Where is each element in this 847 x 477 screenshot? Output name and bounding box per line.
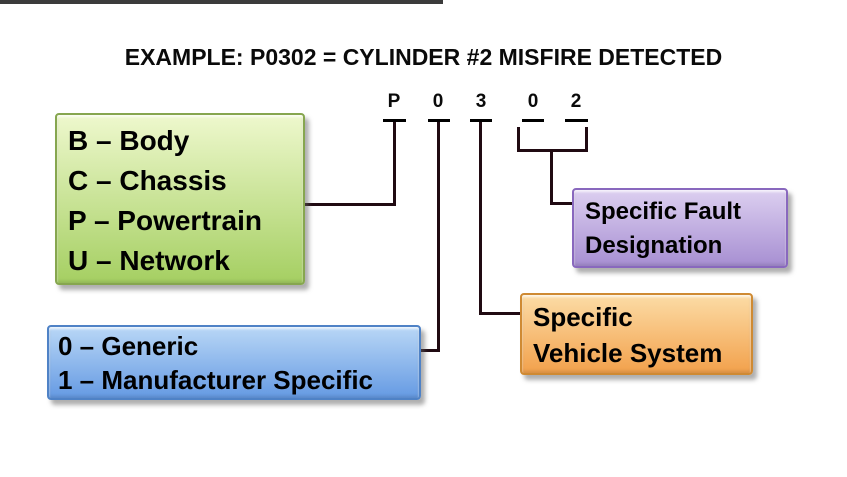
code-underline-3 bbox=[470, 119, 492, 122]
connector-fault-horizontal bbox=[550, 202, 574, 205]
category-box-line: B – Body bbox=[68, 125, 190, 156]
category-box-line: C – Chassis bbox=[68, 165, 227, 196]
connector-category-vertical bbox=[393, 122, 396, 206]
category-box-line: U – Network bbox=[68, 245, 230, 276]
generic-box-line: 0 – Generic bbox=[58, 331, 199, 361]
code-underline-4 bbox=[522, 119, 544, 122]
connector-system-vertical bbox=[479, 122, 482, 315]
category-box: B – Body C – Chassis P – Powertrain U – … bbox=[55, 113, 305, 285]
generic-box: 0 – Generic 1 – Manufacturer Specific bbox=[47, 325, 421, 400]
connector-generic-horizontal bbox=[421, 349, 440, 352]
connector-category-horizontal bbox=[305, 203, 396, 206]
bracket-left-vertical bbox=[517, 127, 520, 152]
code-underline-5 bbox=[565, 119, 588, 122]
code-char-1: P bbox=[387, 91, 401, 112]
connector-system-horizontal bbox=[481, 312, 520, 315]
fault-box-line: Specific Fault bbox=[585, 198, 742, 225]
bracket-bottom-horizontal bbox=[517, 149, 588, 152]
connector-generic-vertical bbox=[437, 122, 440, 352]
code-underline-1 bbox=[383, 119, 406, 122]
bracket-stem-vertical bbox=[550, 151, 553, 205]
code-char-4: 0 bbox=[527, 91, 539, 112]
fault-box: Specific Fault Designation bbox=[572, 188, 788, 268]
code-char-3: 3 bbox=[475, 91, 487, 112]
top-rule bbox=[0, 0, 443, 4]
code-char-2: 0 bbox=[432, 91, 444, 112]
system-box-line: Specific bbox=[533, 302, 633, 332]
category-box-line: P – Powertrain bbox=[68, 205, 263, 236]
code-underline-2 bbox=[428, 119, 450, 122]
code-char-5: 2 bbox=[570, 91, 582, 112]
bracket-right-vertical bbox=[585, 127, 588, 152]
system-box: Specific Vehicle System bbox=[520, 293, 753, 375]
system-box-line: Vehicle System bbox=[533, 338, 723, 368]
page-title: EXAMPLE: P0302 = CYLINDER #2 MISFIRE DET… bbox=[124, 44, 723, 70]
fault-box-line: Designation bbox=[585, 232, 723, 259]
generic-box-line: 1 – Manufacturer Specific bbox=[58, 365, 373, 395]
